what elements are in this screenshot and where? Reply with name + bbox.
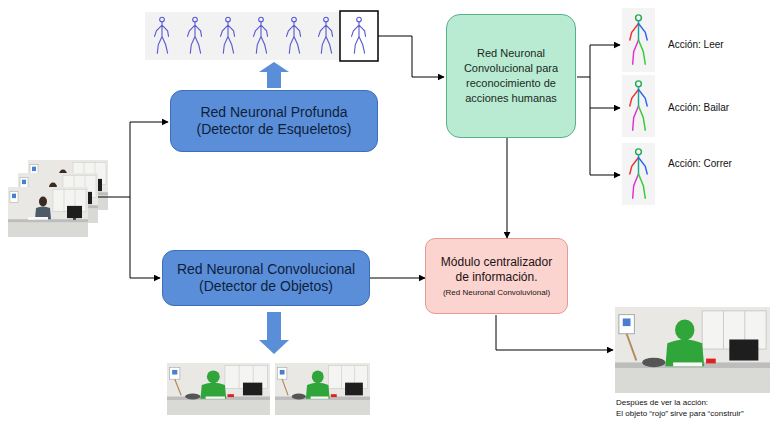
block-arrow xyxy=(259,62,289,88)
process-box: Red Neuronal Convolucional para reconoci… xyxy=(446,14,576,138)
wire-arrow xyxy=(378,36,444,77)
selected-frame xyxy=(340,11,378,61)
caption-note: El objeto “rojo” sirve para “construir” xyxy=(616,409,744,418)
action-skeletons xyxy=(622,8,655,205)
skeleton-card xyxy=(622,8,655,72)
detection-frame xyxy=(167,363,270,415)
input-frame xyxy=(8,187,88,237)
action-label: Acción: Bailar xyxy=(668,102,729,113)
wire xyxy=(590,45,591,175)
wire xyxy=(130,122,131,278)
wire-arrow xyxy=(130,278,160,279)
wires xyxy=(98,36,620,350)
skeleton-frame xyxy=(254,17,268,53)
skeleton-card xyxy=(622,75,655,137)
skeleton-frame xyxy=(155,17,169,53)
box-text: Red Neuronal Profunda (Detector de Esque… xyxy=(181,104,367,139)
box-text: Módulo centralizador de información. xyxy=(434,255,559,285)
skeleton-card xyxy=(622,143,655,205)
box-text: Red Neuronal Convolucional (Detector de … xyxy=(173,261,359,296)
flow-arrow xyxy=(370,278,425,279)
skeleton-frame xyxy=(188,17,202,53)
detection-frame xyxy=(275,363,370,415)
process-box: Red Neuronal Convolucional (Detector de … xyxy=(162,250,370,306)
skeleton-frame xyxy=(287,17,301,53)
wire xyxy=(577,77,590,78)
skeleton-strip xyxy=(145,11,378,61)
skeleton-frame xyxy=(352,17,366,53)
wire-arrow xyxy=(590,45,620,46)
wire-arrow xyxy=(590,175,620,176)
action-label: Acción: Leer xyxy=(668,39,724,50)
wire-arrow xyxy=(496,315,613,350)
skeleton-frame xyxy=(221,17,235,53)
wire-arrow xyxy=(590,108,620,109)
caption-note: Despúes de ver la acción: xyxy=(616,398,708,407)
wire xyxy=(98,197,130,198)
action-label: Acción: Correr xyxy=(668,158,732,169)
skeleton-frame xyxy=(319,17,333,53)
block-arrow xyxy=(259,312,289,354)
process-box: Módulo centralizador de información. (Red… xyxy=(425,238,568,314)
box-text: (Red Neuronal Convoluvional) xyxy=(443,288,550,298)
wire-arrow xyxy=(130,122,168,123)
output-frame xyxy=(615,307,770,393)
box-text: Red Neuronal Convolucional para reconoci… xyxy=(455,46,567,105)
process-box: Red Neuronal Profunda (Detector de Esque… xyxy=(170,90,378,152)
skeleton-figure xyxy=(630,149,647,198)
skeleton-figure xyxy=(630,15,647,64)
skeleton-figure xyxy=(630,81,647,130)
flow-arrow xyxy=(507,138,508,238)
